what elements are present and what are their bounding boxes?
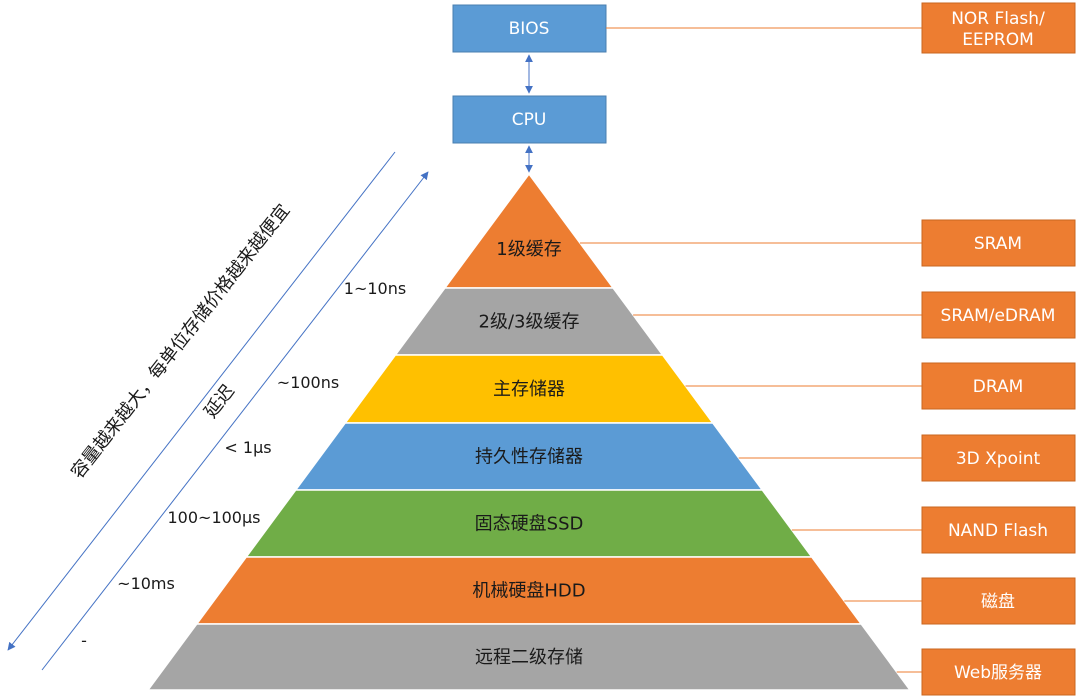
bios-box: BIOS	[452, 4, 607, 53]
tech-box: NAND Flash	[921, 506, 1076, 554]
latency-label: -	[81, 631, 87, 650]
pyramid-layer-label: 1级缓存	[496, 239, 561, 260]
pyramid-layer-label: 2级/3级缓存	[479, 312, 580, 333]
tech-box-label: 3D Xpoint	[956, 449, 1041, 469]
tech-box: 3D Xpoint	[921, 434, 1076, 482]
bios-tech-line2: EEPROM	[962, 30, 1034, 50]
pyramid-layer-label: 固态硬盘SSD	[475, 514, 584, 535]
latency-arrow	[41, 171, 429, 671]
capacity-arrow	[7, 151, 396, 651]
pyramid-layer-label: 主存储器	[493, 379, 565, 400]
latency-label: < 1μs	[224, 438, 271, 457]
latency-arrow-label: 延迟	[200, 381, 239, 422]
tech-box: SRAM/eDRAM	[921, 291, 1076, 339]
pyramid-layer-label: 远程二级存储	[475, 647, 583, 668]
tech-box-label: Web服务器	[954, 663, 1042, 683]
tech-box-label: SRAM	[974, 234, 1022, 254]
tech-box-label: 磁盘	[981, 592, 1015, 612]
tech-box: 磁盘	[921, 577, 1076, 625]
tech-box-label: DRAM	[973, 377, 1024, 397]
connectors	[579, 242, 922, 673]
latency-label: 1~10ns	[344, 279, 406, 298]
tech-box-label: NAND Flash	[948, 521, 1048, 541]
bios-tech-line1: NOR Flash/	[951, 9, 1045, 29]
latency-labels: 1~10ns ~100ns < 1μs 100~100μs ~10ms -	[81, 279, 406, 650]
cpu-box: CPU	[452, 95, 607, 144]
latency-label: ~10ms	[117, 574, 175, 593]
pyramid-layer-label: 机械硬盘HDD	[472, 581, 585, 602]
latency-label: 100~100μs	[168, 508, 261, 527]
tech-box: Web服务器	[921, 648, 1076, 696]
bios-label: BIOS	[509, 19, 550, 39]
tech-box-label: SRAM/eDRAM	[941, 306, 1056, 326]
tech-box: SRAM	[921, 219, 1076, 267]
latency-label: ~100ns	[277, 373, 339, 392]
tech-box: DRAM	[921, 362, 1076, 410]
cpu-label: CPU	[512, 110, 547, 130]
pyramid-layer-label: 持久性存储器	[475, 447, 583, 468]
pyramid-layer	[443, 172, 615, 289]
pyramid-layer	[146, 623, 912, 691]
bios-tech-box: NOR Flash/ EEPROM	[921, 2, 1076, 54]
